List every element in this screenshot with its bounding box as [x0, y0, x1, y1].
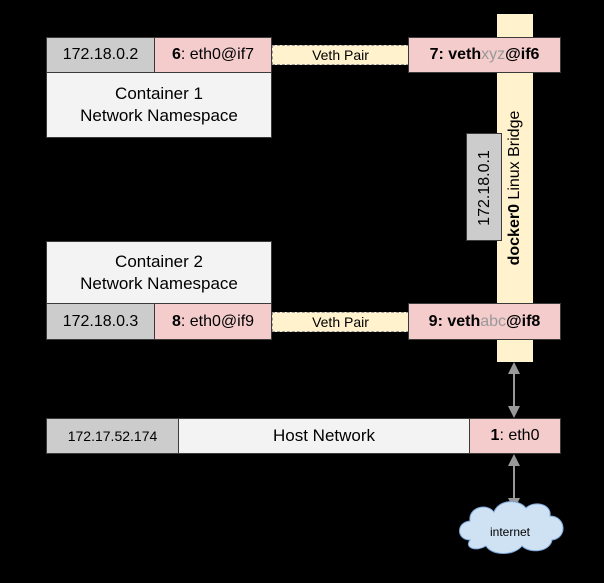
container1-namespace: Container 1 Network Namespace — [46, 72, 272, 138]
container2-title: Container 2 — [115, 251, 203, 271]
container2-iface-num: 8 — [171, 312, 181, 330]
veth2-peer-suffix: @if8 — [506, 312, 541, 330]
host-iface-num: 1 — [490, 427, 500, 444]
container1-ip: 172.18.0.2 — [62, 46, 139, 63]
container1-iface-name: : eth0@if7 — [180, 46, 255, 63]
host-network: Host Network — [178, 418, 470, 454]
host-interface: 1: eth0 — [469, 418, 561, 454]
veth2-peer-mid: abc — [480, 312, 507, 330]
veth1-peer-prefix: 7: veth — [429, 46, 482, 63]
container1-interface: 6: eth0@if7 — [154, 37, 272, 73]
container1-subtitle: Network Namespace — [80, 106, 238, 125]
host-ip: 172.17.52.174 — [67, 428, 158, 444]
veth1-peer-mid: xyz — [481, 46, 506, 63]
veth-pair-2-label: Veth Pair — [312, 314, 369, 330]
container1-title: Container 1 — [115, 84, 203, 103]
container2-interface: 8: eth0@if9 — [154, 303, 272, 340]
bridge-ip-box: 172.18.0.1 — [466, 133, 502, 241]
host-network-label: Host Network — [272, 426, 376, 445]
veth2-peer-prefix: 9: veth — [428, 312, 481, 330]
container2-ip: 172.18.0.3 — [62, 312, 139, 330]
container2-iface-name: : eth0@if9 — [180, 312, 255, 330]
container1-iface-num: 6 — [171, 46, 181, 63]
veth1-peer-suffix: @if6 — [505, 46, 540, 63]
internet-cloud-icon — [459, 501, 564, 554]
container2-namespace: Container 2 Network Namespace — [46, 241, 272, 304]
container2-subtitle: Network Namespace — [80, 273, 238, 293]
veth-pair-1-label: Veth Pair — [312, 47, 369, 63]
host-ip-box: 172.17.52.174 — [46, 418, 179, 454]
veth-pair-1: Veth Pair — [272, 45, 409, 65]
container2-ip-box: 172.18.0.3 — [46, 303, 155, 340]
internet-label: internet — [489, 525, 531, 539]
veth-pair-2: Veth Pair — [272, 312, 409, 332]
host-iface-name: : eth0 — [499, 427, 540, 444]
